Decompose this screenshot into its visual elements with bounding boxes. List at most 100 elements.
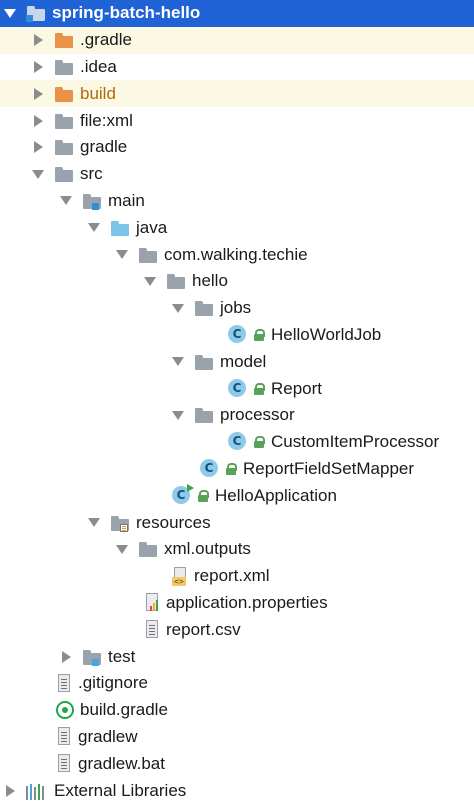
node-label: java [136, 217, 168, 237]
node-label: build [80, 83, 116, 103]
node-label: ReportFieldSetMapper [243, 458, 415, 478]
tree-node-gradlew-bat[interactable]: gradlew.bat [0, 750, 474, 777]
package-icon [194, 299, 214, 317]
node-label: Report [271, 378, 323, 398]
node-label: .idea [80, 56, 117, 76]
chevron-right-icon[interactable] [60, 650, 72, 664]
node-label: application.properties [166, 592, 328, 612]
tree-node-test[interactable]: test [0, 643, 474, 670]
tree-node-build-dir[interactable]: build [0, 80, 474, 108]
node-label: hello [192, 271, 228, 291]
tree-node-java[interactable]: java [0, 214, 474, 241]
chevron-down-icon[interactable] [116, 542, 128, 556]
tree-node-hello[interactable]: hello [0, 268, 474, 295]
chevron-down-icon[interactable] [32, 167, 44, 181]
package-icon [138, 246, 158, 264]
class-icon: C [228, 432, 248, 452]
node-label: .gradle [80, 30, 132, 50]
chevron-right-icon[interactable] [32, 140, 44, 154]
node-label: processor [220, 405, 295, 425]
node-label: gradlew.bat [78, 753, 165, 773]
text-file-icon [56, 673, 72, 693]
tree-node-jobs[interactable]: jobs [0, 295, 474, 322]
chevron-down-icon[interactable] [116, 248, 128, 262]
package-icon [194, 406, 214, 424]
tree-node-report-xml[interactable]: <> report.xml [0, 563, 474, 590]
tree-node-external-libraries[interactable]: External Libraries [0, 777, 474, 804]
tree-node-custom-item-processor[interactable]: C CustomItemProcessor [0, 429, 474, 456]
class-icon: C [200, 458, 220, 479]
tree-node-filexml[interactable]: file:xml [0, 107, 474, 134]
node-label: src [80, 164, 103, 184]
chevron-right-icon[interactable] [32, 114, 44, 128]
chevron-down-icon[interactable] [88, 221, 100, 235]
node-label: External Libraries [54, 780, 187, 800]
node-label: file:xml [80, 110, 133, 130]
tree-node-gradlew[interactable]: gradlew [0, 724, 474, 751]
lock-icon [225, 462, 237, 476]
text-file-icon [144, 620, 160, 639]
folder-icon [138, 540, 158, 558]
tree-node-xml-outputs[interactable]: xml.outputs [0, 536, 474, 563]
chevron-down-icon[interactable] [88, 516, 100, 530]
node-label: resources [136, 512, 211, 532]
tree-node-gitignore[interactable]: .gitignore [0, 670, 474, 697]
tree-node-processor[interactable]: processor [0, 402, 474, 429]
lock-icon [253, 435, 265, 449]
tree-node-hello-world-job[interactable]: C HelloWorldJob [0, 322, 474, 349]
tree-node-gradle-dir[interactable]: .gradle [0, 26, 474, 54]
properties-file-icon [144, 593, 160, 612]
node-label: build.gradle [80, 700, 168, 720]
source-root-folder-icon [82, 192, 102, 210]
package-icon [166, 272, 186, 290]
node-label: CustomItemProcessor [271, 432, 440, 452]
class-icon: C [228, 378, 248, 399]
text-file-icon [56, 727, 72, 746]
node-label: xml.outputs [164, 539, 251, 559]
xml-file-icon: <> [172, 566, 188, 586]
tree-node-src[interactable]: src [0, 161, 474, 188]
node-label: .gitignore [78, 673, 148, 693]
chevron-down-icon[interactable] [4, 6, 16, 20]
resources-folder-icon [110, 514, 130, 532]
chevron-right-icon[interactable] [32, 60, 44, 74]
tree-node-package[interactable]: com.walking.techie [0, 241, 474, 268]
node-label: com.walking.techie [164, 244, 308, 264]
module-folder-icon [26, 4, 46, 23]
tree-node-model[interactable]: model [0, 348, 474, 375]
folder-icon [54, 165, 74, 183]
excluded-folder-icon [54, 31, 74, 49]
chevron-right-icon[interactable] [32, 87, 44, 101]
test-folder-icon [82, 648, 102, 666]
runnable-class-icon: C [172, 483, 194, 506]
lock-icon [197, 489, 209, 503]
tree-node-build-gradle[interactable]: build.gradle [0, 697, 474, 724]
tree-node-gradle-folder[interactable]: gradle [0, 134, 474, 161]
node-label: report.csv [166, 619, 241, 639]
chevron-down-icon[interactable] [172, 408, 184, 422]
text-file-icon [56, 754, 72, 773]
tree-node-resources[interactable]: resources [0, 509, 474, 536]
chevron-down-icon[interactable] [172, 355, 184, 369]
lock-icon [253, 382, 265, 396]
node-label: model [220, 351, 267, 371]
node-label: jobs [220, 298, 252, 318]
folder-icon [54, 138, 74, 156]
node-label: gradle [80, 137, 128, 157]
tree-node-main[interactable]: main [0, 188, 474, 215]
chevron-right-icon[interactable] [4, 784, 16, 798]
tree-node-idea-dir[interactable]: .idea [0, 54, 474, 81]
tree-node-report-fieldset-mapper[interactable]: C ReportFieldSetMapper [0, 456, 474, 483]
tree-node-report-class[interactable]: C Report [0, 375, 474, 402]
chevron-right-icon[interactable] [32, 33, 44, 47]
node-label: test [108, 646, 136, 666]
tree-node-root[interactable]: spring-batch-hello [0, 0, 474, 27]
chevron-down-icon[interactable] [60, 194, 72, 208]
chevron-down-icon[interactable] [144, 274, 156, 288]
chevron-down-icon[interactable] [172, 301, 184, 315]
tree-node-application-properties[interactable]: application.properties [0, 590, 474, 617]
folder-icon [54, 112, 74, 130]
tree-node-report-csv[interactable]: report.csv [0, 616, 474, 643]
tree-node-hello-application[interactable]: C HelloApplication [0, 482, 474, 509]
